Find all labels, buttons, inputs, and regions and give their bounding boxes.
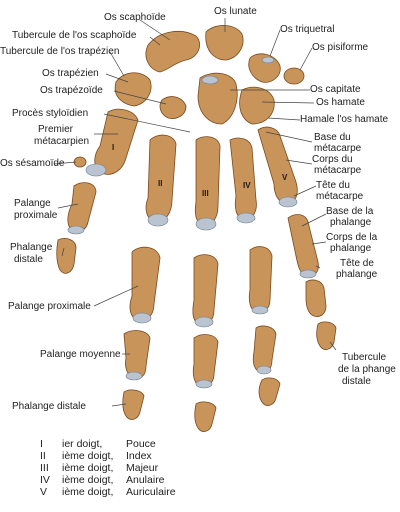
label-tuberc-3: distale xyxy=(342,376,371,387)
label-tete-phal-2: phalange xyxy=(336,269,378,280)
middle-phalanx-4 xyxy=(252,325,277,373)
proximal-phalanx-2 xyxy=(129,246,161,321)
label-hamate: Os hamate xyxy=(316,97,365,108)
label-corps-meta-2: métacarpe xyxy=(314,165,362,176)
legend-name-3: Majeur xyxy=(126,462,159,474)
roman-2: II xyxy=(158,179,162,188)
proximal-phalanx-4 xyxy=(248,246,273,313)
label-tuberc-2: de la phange xyxy=(338,364,396,375)
label-tete-phal-1: Tête de xyxy=(340,258,374,269)
legend-num-5: V xyxy=(40,486,47,498)
roman-5: V xyxy=(282,173,288,182)
label-capitate: Os capitate xyxy=(310,84,361,95)
metacarpal-2 xyxy=(145,134,177,223)
label-base-phal-2: phalange xyxy=(330,217,372,228)
label-phal-distale-2: distale xyxy=(14,254,43,265)
metacarpal-5 xyxy=(257,126,298,205)
label-tuberc-1: Tubercule xyxy=(342,352,387,363)
roman-4: IV xyxy=(243,181,251,190)
legend: I ier doigt, Pouce II ième doigt, Index … xyxy=(40,438,176,498)
legend-text-1: ier doigt, xyxy=(62,438,102,450)
label-corps-phal-2: phalange xyxy=(330,243,372,254)
roman-3: III xyxy=(202,189,209,198)
proximal-phalanx-3 xyxy=(192,254,219,325)
trapezium-bone xyxy=(114,72,152,107)
legend-name-5: Auriculaire xyxy=(126,486,176,498)
label-phal-distale-1: Phalange xyxy=(10,242,53,253)
distal-phalanx-3 xyxy=(194,401,217,432)
label-pisiforme: Os pisiforme xyxy=(312,42,369,53)
label-palange-moyenne: Palange moyenne xyxy=(40,349,121,360)
legend-num-4: IV xyxy=(40,474,50,486)
label-hamale: Hamale l'os hamate xyxy=(300,114,389,125)
label-tub-trapezien: Tubercule de l'os trapézien xyxy=(0,46,119,57)
label-base-phal-1: Base de la xyxy=(326,206,374,217)
capitate-bone xyxy=(197,72,238,125)
label-scaphoide: Os scaphoïde xyxy=(104,12,166,23)
middle-phalanx-3 xyxy=(192,334,219,387)
legend-num-1: I xyxy=(40,438,43,450)
label-base-meta-2: métacarpe xyxy=(314,143,362,154)
metacarpal-1 xyxy=(94,108,139,175)
label-tub-scaphoide: Tubercule de l'os scaphoïde xyxy=(12,30,137,41)
label-trapezien: Os trapézien xyxy=(42,68,99,79)
label-triquetral: Os triquetral xyxy=(280,24,334,35)
legend-name-1: Pouce xyxy=(126,438,156,450)
legend-text-4: ième doigt, xyxy=(62,474,113,486)
legend-text-5: ième doigt, xyxy=(62,486,113,498)
lunate-bone xyxy=(205,25,244,61)
label-premier-1: Premier xyxy=(38,124,74,135)
metacarpals xyxy=(85,108,298,231)
roman-1: I xyxy=(112,143,114,152)
label-trapezoide: Os trapézoïde xyxy=(40,85,103,96)
middle-phalanx-5 xyxy=(305,279,327,317)
leader-lines xyxy=(53,18,337,407)
distal-phalanx-5 xyxy=(316,321,337,350)
label-corps-meta-1: Corps du xyxy=(312,154,353,165)
legend-name-4: Anulaire xyxy=(126,474,165,486)
distal-phalanges xyxy=(122,321,337,432)
label-corps-phal-1: Corps de la xyxy=(326,232,378,243)
carpal-bones xyxy=(114,25,305,125)
middle-phalanges xyxy=(123,279,327,389)
label-phal-distale-bottom: Phalange distale xyxy=(12,401,86,412)
hamate-bone xyxy=(239,86,275,125)
label-styloidien: Procès styloïdien xyxy=(12,108,88,119)
label-tete-meta-1: Tête du xyxy=(316,180,350,191)
legend-text-2: ième doigt, xyxy=(62,450,113,462)
legend-num-2: II xyxy=(40,450,46,462)
thumb-distal-phalanx xyxy=(56,238,77,274)
label-base-meta-1: Base du xyxy=(314,132,351,143)
trapezoid-bone xyxy=(159,96,187,119)
label-palange-prox-2: proximale xyxy=(14,210,58,221)
scaphoid-bone xyxy=(145,30,200,73)
metacarpal-3 xyxy=(194,136,221,227)
label-sesamoide: Os sésamoïde xyxy=(0,158,65,169)
thumb-phalanges xyxy=(56,156,97,274)
distal-phalanx-2 xyxy=(122,389,145,420)
label-tete-meta-2: métacarpe xyxy=(316,191,364,202)
thumb-proximal-phalanx xyxy=(67,182,97,232)
legend-name-2: Index xyxy=(126,450,152,462)
proximal-phalanx-5 xyxy=(287,214,319,277)
legend-num-3: III xyxy=(40,462,49,474)
metacarpal-4 xyxy=(229,137,257,221)
distal-phalanx-4 xyxy=(258,377,281,406)
pisiform-bone xyxy=(283,67,305,85)
middle-phalanx-2 xyxy=(123,330,151,379)
labels: Os scaphoïde Os lunate Tubercule de l'os… xyxy=(0,6,396,412)
proximal-phalanges xyxy=(129,214,319,328)
label-premier-2: métacarpien xyxy=(34,136,89,147)
finger-numbers: I II III IV V xyxy=(112,143,288,198)
legend-text-3: ième doigt, xyxy=(62,462,113,474)
label-palange-prox-1: Palange xyxy=(14,198,51,209)
label-lunate: Os lunate xyxy=(214,6,257,17)
label-palange-proximale: Palange proximale xyxy=(8,301,91,312)
